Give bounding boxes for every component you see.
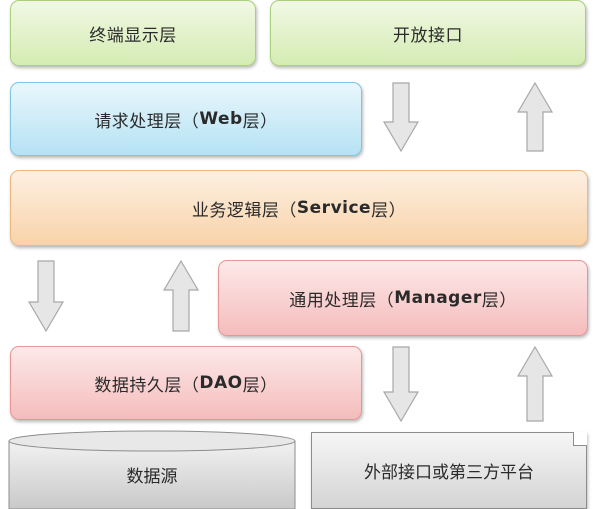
arrow-up-icon [517,346,553,422]
service-layer-tag: Service [296,198,372,218]
manager-layer-suffix: 层） [481,290,517,311]
service-layer-name: 业务逻辑层（ [191,200,297,221]
external-platform-box: 外部接口或第三方平台 [311,432,587,509]
terminal-display-layer-label: 终端显示层 [89,25,177,46]
arrow-up-icon [517,82,553,152]
web-layer-tag: Web [199,109,243,129]
service-layer-suffix: 层） [371,200,407,221]
arrow-up-icon [163,260,199,332]
terminal-display-layer: 终端显示层 [10,0,256,66]
external-platform-label: 外部接口或第三方平台 [364,463,534,483]
arrow-down-icon [383,82,419,152]
arrow-down-icon [383,346,419,422]
manager-layer-name: 通用处理层（ [289,290,395,311]
dao-layer-name: 数据持久层（ [94,375,200,396]
folded-corner [573,432,587,446]
open-interface-layer-label: 开放接口 [393,25,463,46]
web-layer-suffix: 层） [242,111,278,132]
datasource-cylinder [8,430,296,509]
dao-layer-tag: DAO [199,373,243,393]
datasource-label: 数据源 [126,467,178,487]
dao-layer-suffix: 层） [242,375,278,396]
web-layer-name: 请求处理层（ [94,111,200,132]
arrow-down-icon [28,260,64,332]
manager-layer-tag: Manager [394,288,482,308]
open-interface-layer: 开放接口 [270,0,586,66]
